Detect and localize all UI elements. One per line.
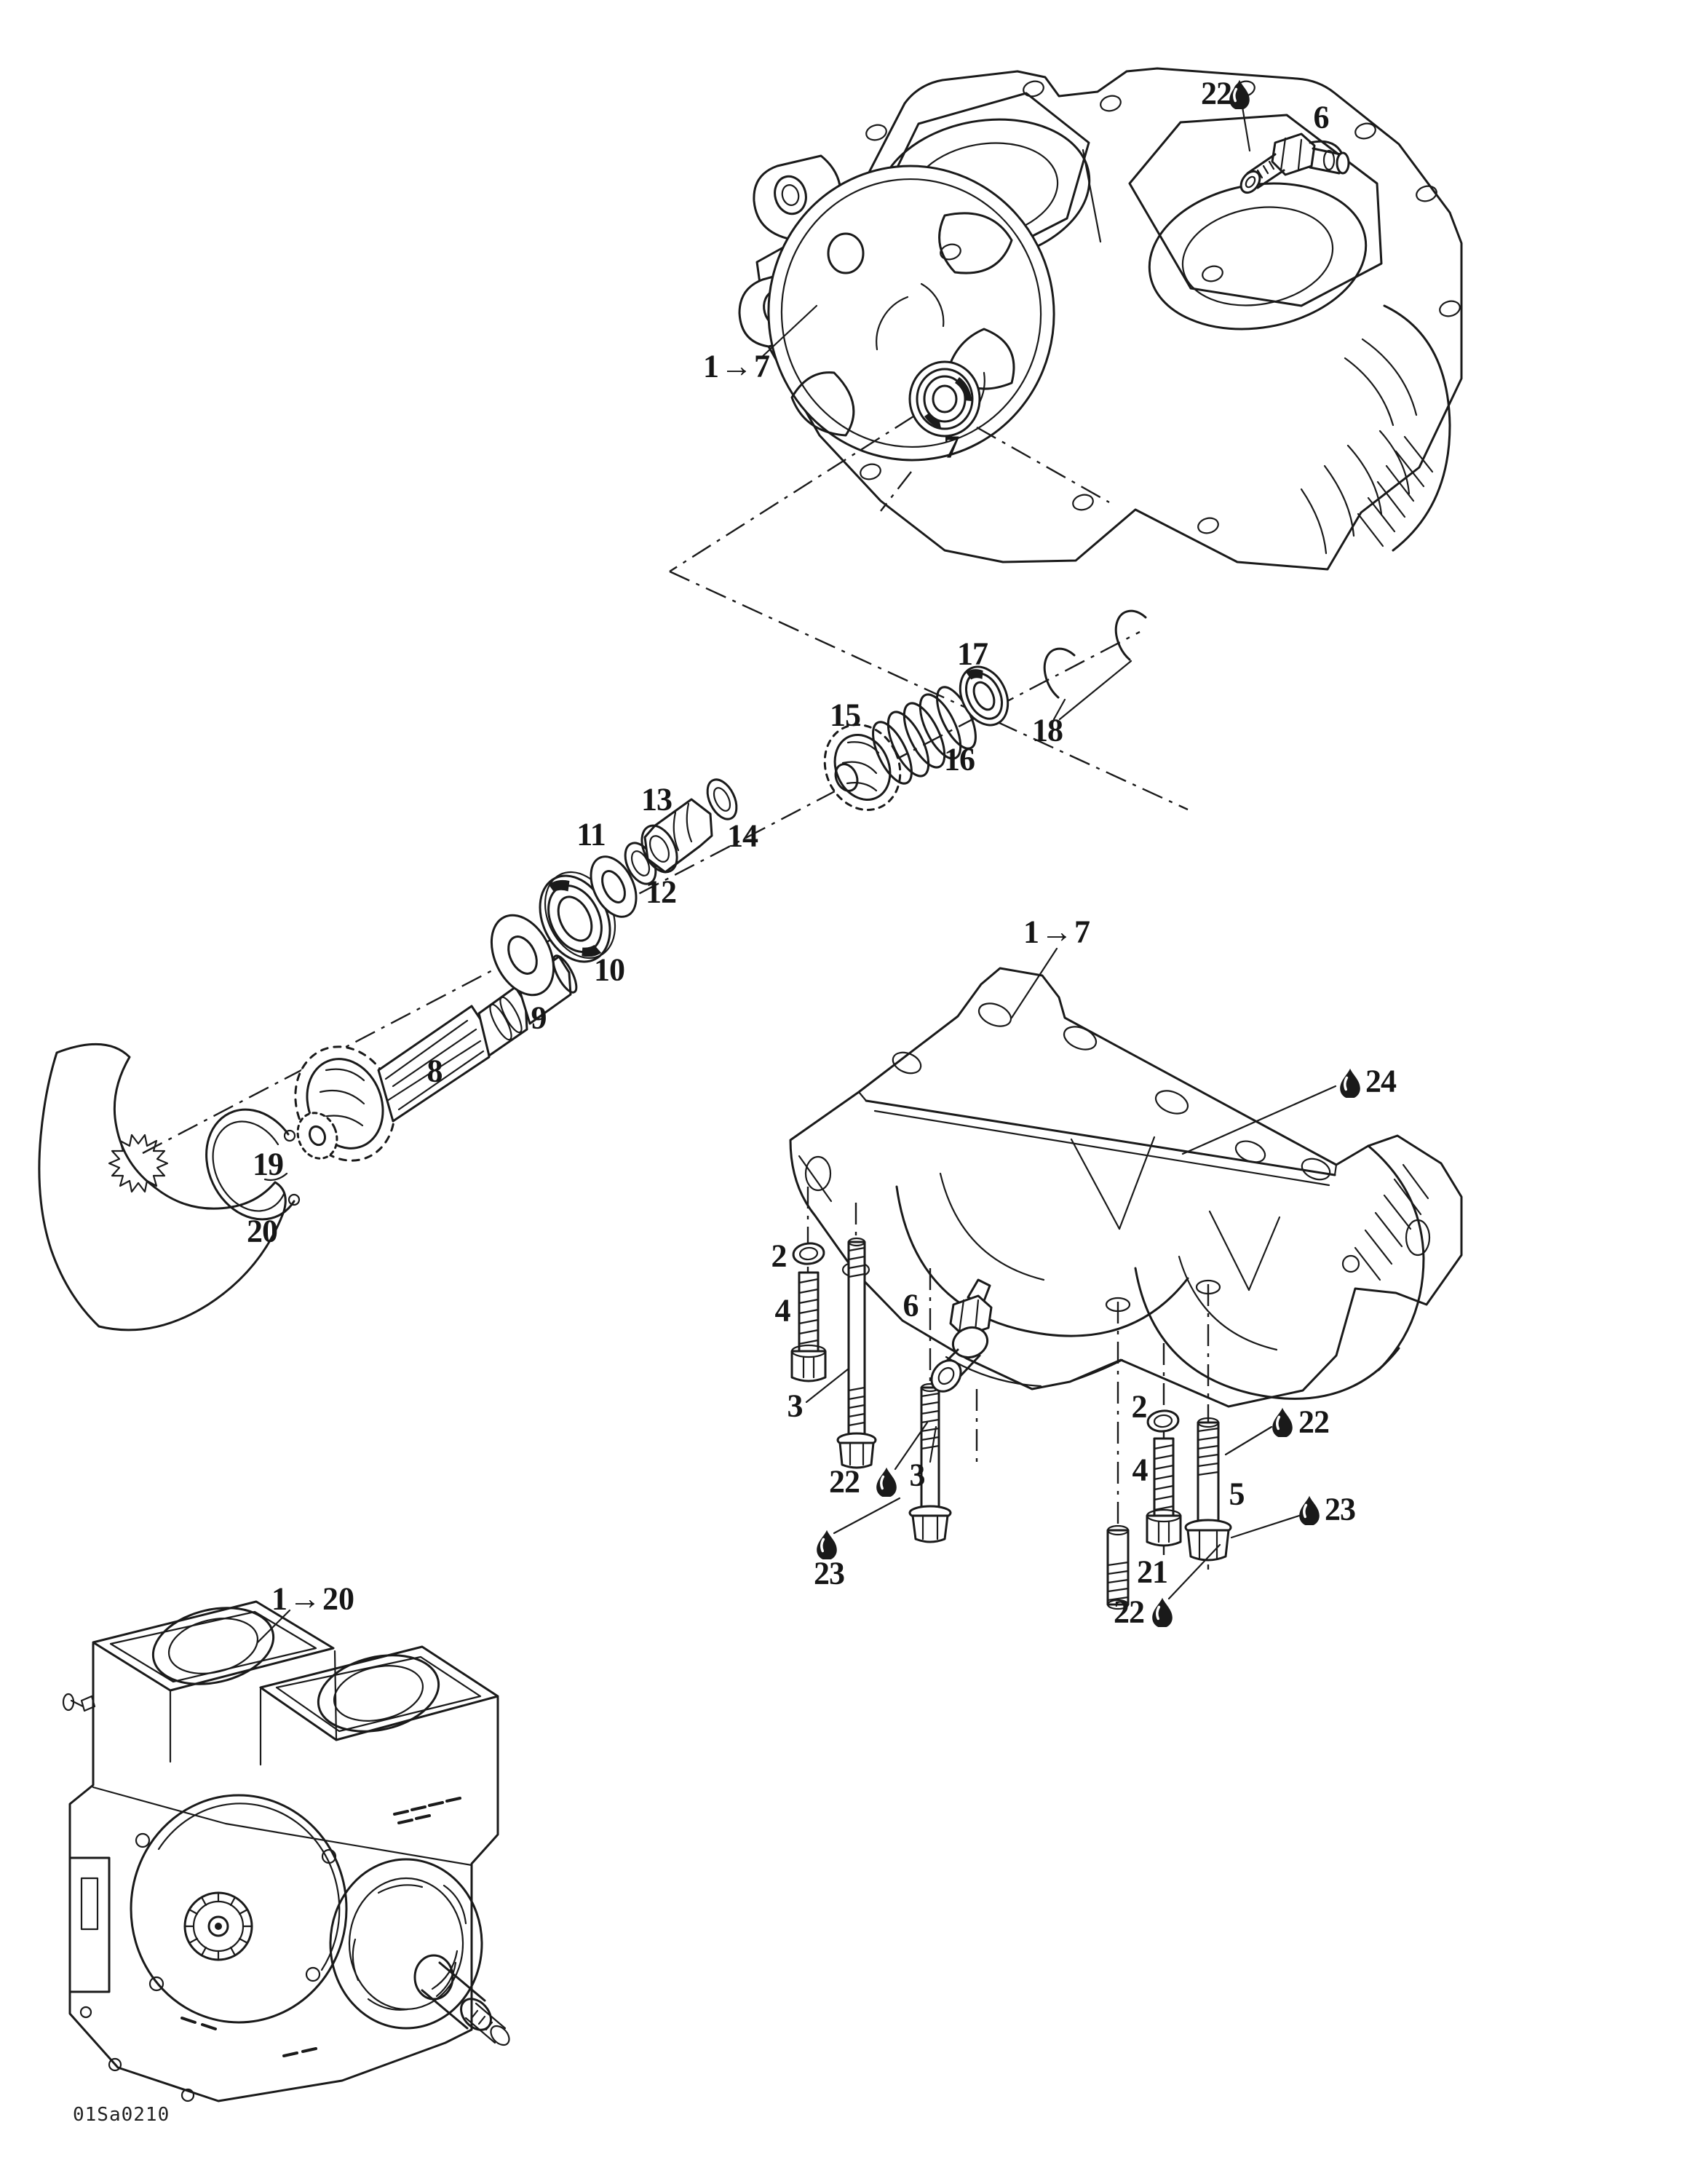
range-to: 7 [754,348,770,384]
allen-bolt-4-left [790,1271,827,1382]
part-label-23L: 23 [814,1555,845,1591]
oil-drop-icon [875,1466,898,1497]
shaft-8-drawing [294,954,578,1162]
washer-11-drawing [590,855,638,918]
seal-17-drawing [959,665,1009,727]
part-label-4b: 4 [1132,1452,1149,1488]
oil-drop-icon [1338,1067,1362,1098]
part-label-4a: 4 [774,1292,791,1329]
part-label-8: 8 [427,1053,443,1089]
range-from: 1 [703,348,719,384]
range-1-20: 1→20 [271,1580,354,1618]
part-label-20: 20 [247,1213,278,1249]
part-label-24: 24 [1365,1063,1397,1099]
part-label-2a: 2 [771,1238,788,1274]
range-from: 1 [271,1580,287,1617]
spring-16-drawing [872,686,977,785]
part-label-22B: 22 [1114,1594,1145,1630]
exploded-shaft-parts [38,609,1147,1332]
part-label-5: 5 [1229,1476,1245,1512]
pump-gear-drawing [183,1891,253,1961]
figure-code: 01Sa0210 [73,2104,170,2126]
part-label-16: 16 [944,741,975,778]
right-arrow-icon: → [289,1580,321,1617]
o-ring-2-left [792,1242,825,1265]
stud-3-left [836,1237,877,1469]
part-label-3b: 3 [909,1457,926,1493]
gear-15-drawing [823,724,902,811]
part-label-13: 13 [641,781,673,818]
bearing-7-drawing [908,360,981,438]
circlip-19-drawing [205,1108,301,1221]
lower-crankcase-drawing [789,967,1463,1408]
elbow-fitting-6-top [1239,132,1350,194]
part-label-9: 9 [531,1000,547,1036]
fasteners [790,132,1350,1610]
stud-5 [1184,1417,1232,1562]
range-to: 20 [322,1580,354,1617]
part-label-6t: 6 [1313,99,1330,135]
right-arrow-icon: → [1041,914,1073,950]
allen-bolt-4-right [1146,1437,1182,1547]
oil-drop-icon [1298,1495,1321,1525]
lower-right-hatching [1354,1163,1429,1281]
part-label-22T: 22 [1201,75,1232,111]
bearing-10-drawing [539,871,616,963]
range-1-7-lower: 1→7 [1023,914,1090,951]
part-label-2b: 2 [1131,1388,1148,1425]
part-label-18: 18 [1032,712,1063,748]
part-label-21: 21 [1137,1554,1168,1590]
lower-case-bolt-bosses [804,1002,1431,1273]
part-label-23R: 23 [1325,1491,1356,1527]
range-from: 1 [1023,914,1039,950]
right-end-hatching [1357,435,1434,547]
right-arrow-icon: → [721,348,753,384]
part-label-11: 11 [576,816,606,852]
o-ring-2-right [1146,1409,1180,1433]
part-label-22L: 22 [829,1463,860,1500]
leader-lines [256,106,1337,1644]
part-label-12: 12 [646,874,677,910]
upper-case-bolt-holes [860,80,1461,534]
rotary-valve-20-drawing [38,1042,287,1332]
stud-3-middle [908,1382,952,1543]
part-label-14: 14 [727,818,758,854]
part-label-15: 15 [830,697,861,733]
part-label-19: 19 [253,1146,284,1182]
range-1-7-upper: 1→7 [703,348,770,385]
embossed-logo-marks [180,1797,461,2057]
engine-assembly-drawing [62,1600,510,2102]
elbow-fitting-6-lower [930,1278,993,1393]
oil-drop-icon [1271,1406,1294,1437]
oil-drop-icon [1151,1597,1174,1627]
part-label-22R: 22 [1298,1404,1330,1440]
sleeve-13-drawing [640,798,713,874]
upper-crankcase-drawing [738,67,1463,571]
part-label-10: 10 [594,951,625,988]
part-label-17: 17 [957,636,988,672]
stud-21 [1106,1524,1130,1610]
part-label-6b: 6 [902,1287,919,1324]
part-label-3a: 3 [787,1388,804,1424]
rings-18-drawing [1043,609,1147,699]
washer-9-drawing [490,914,555,997]
range-to: 7 [1074,914,1090,950]
part-label-7: 7 [943,429,960,465]
spline-hole-20 [108,1133,169,1193]
